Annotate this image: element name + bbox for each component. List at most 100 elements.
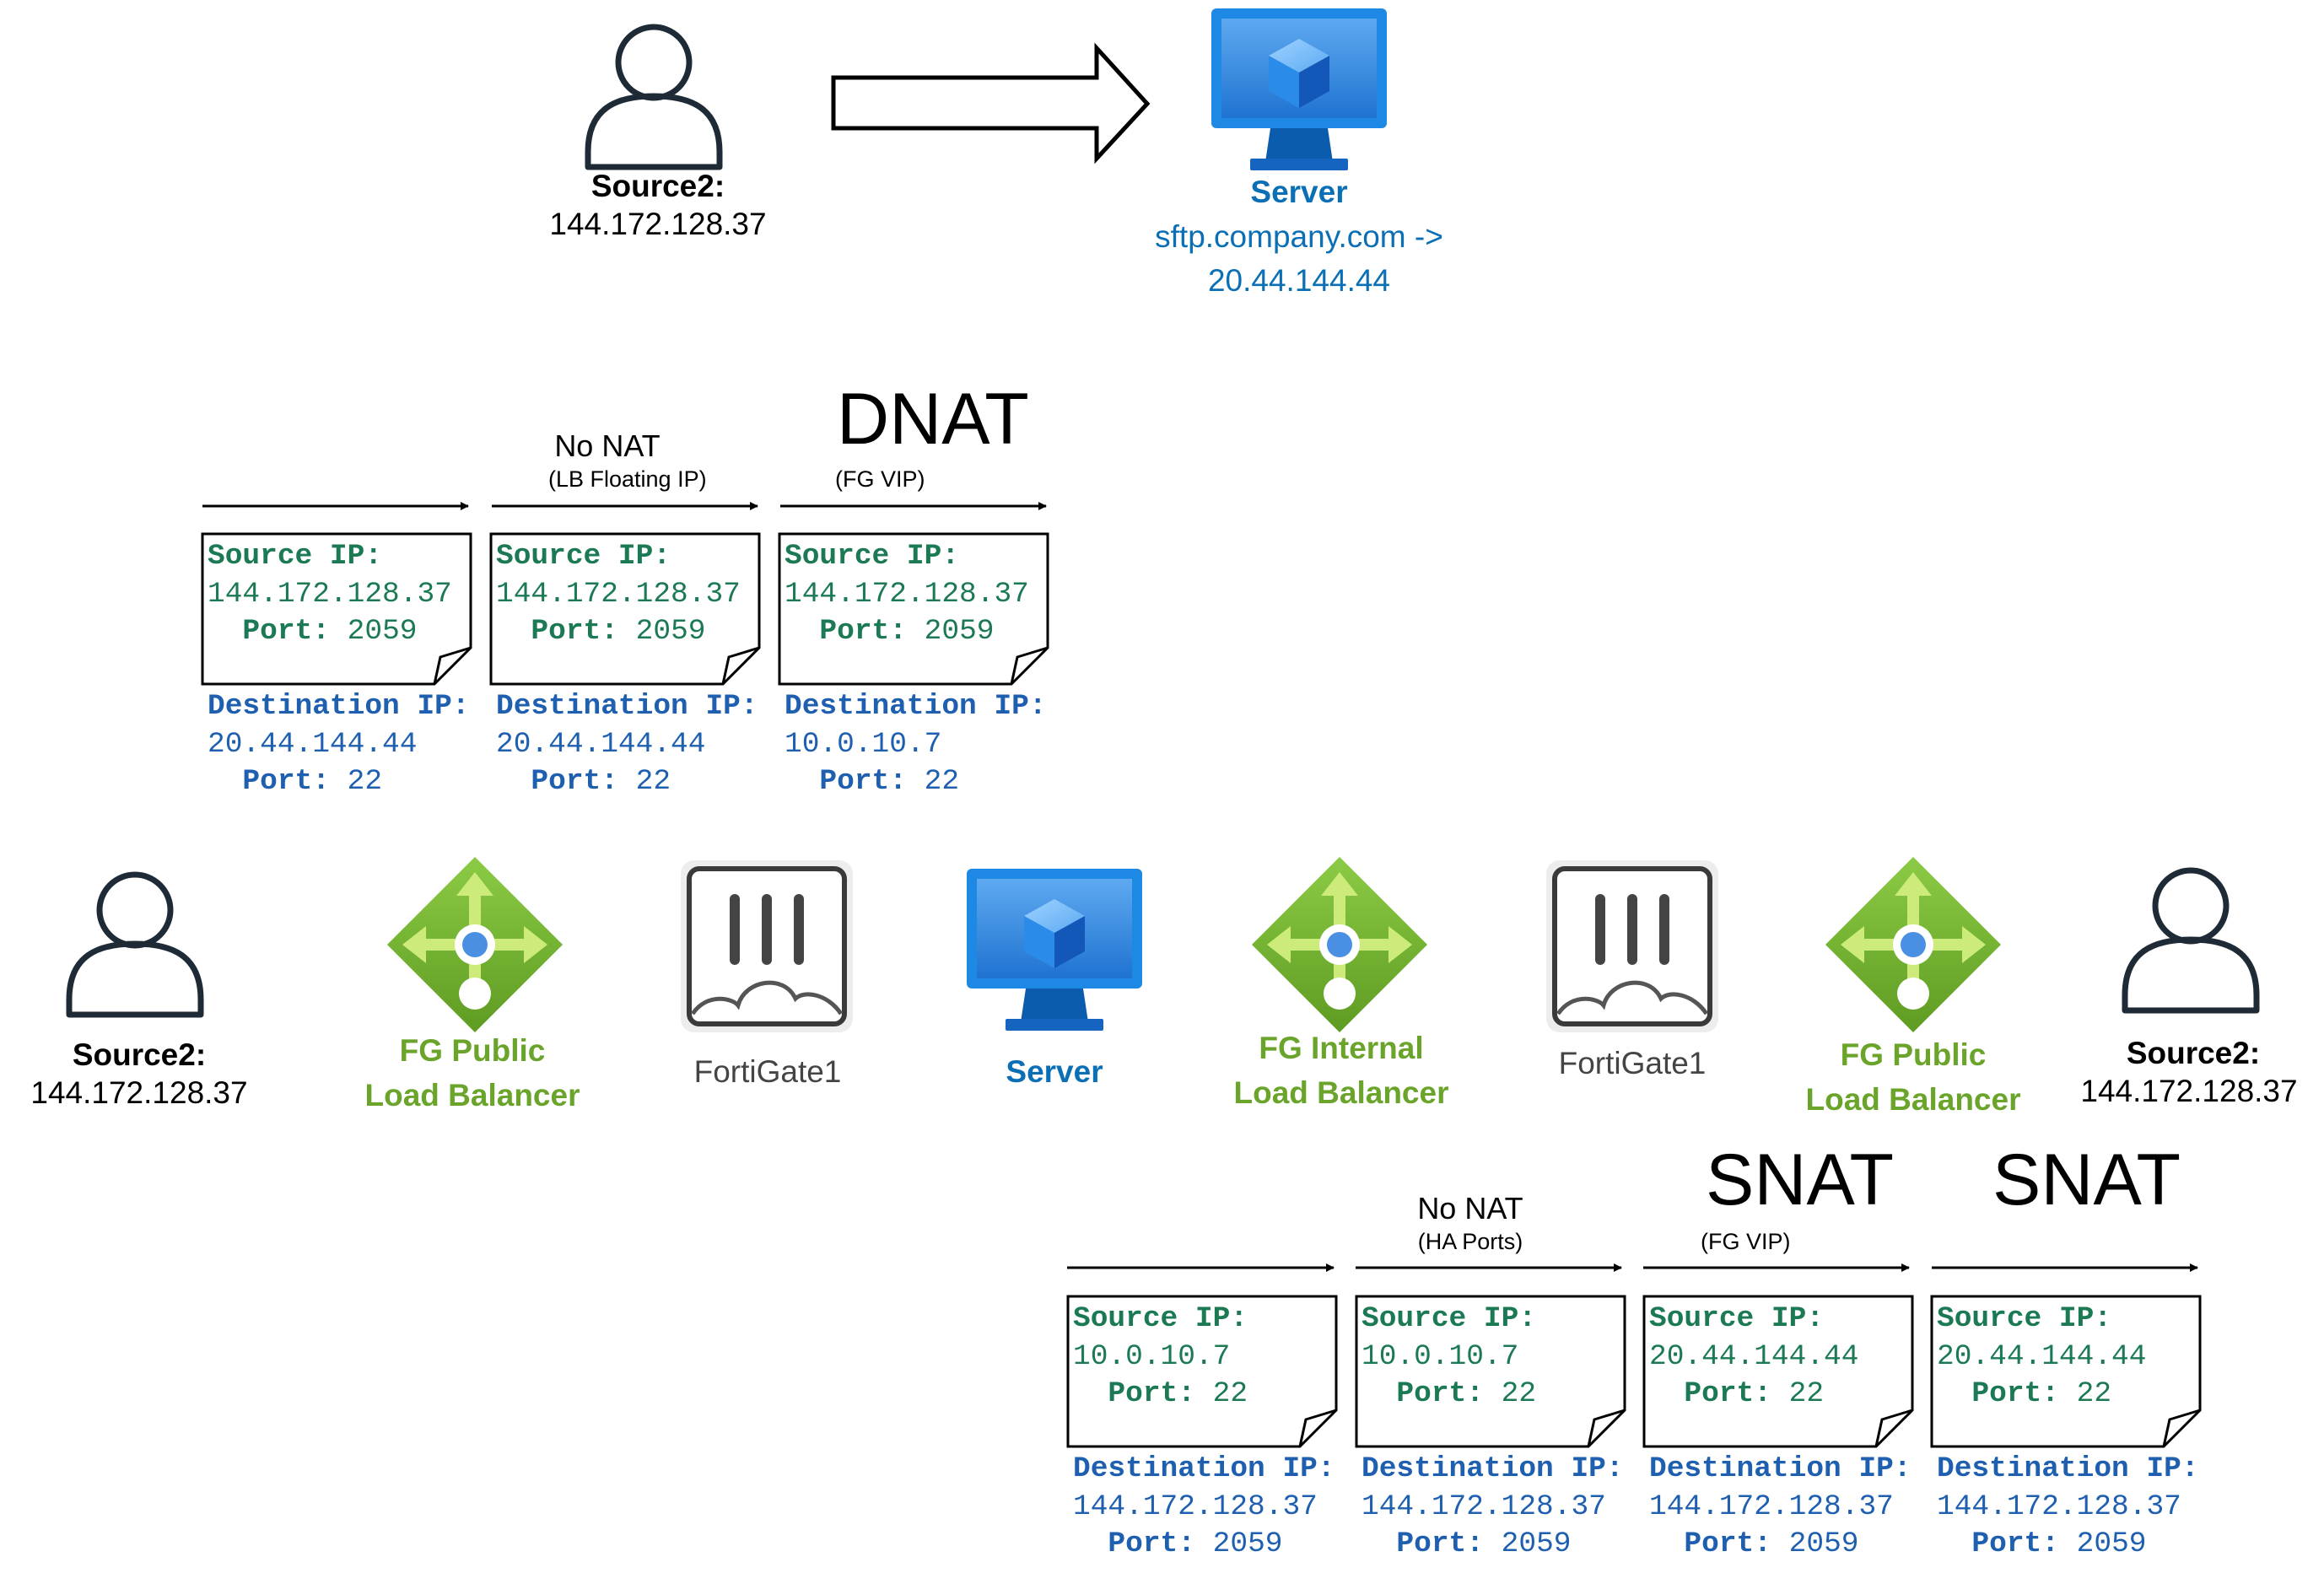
card-source-label: Source IP: [1649, 1302, 1825, 1335]
card-dest-label: Destination IP: [1937, 1452, 2199, 1485]
card-source-label: Source IP: [1937, 1302, 2112, 1335]
card-dest-label: Destination IP: [208, 690, 470, 723]
card-dest-ip: 144.172.128.37 [1649, 1490, 1894, 1523]
top-server-ip: 20.44.144.44 [1207, 263, 1391, 298]
card-source-port-label: Port: [531, 615, 618, 648]
card-source-port: 22 [2076, 1377, 2112, 1410]
card-source-port-label: Port: [819, 615, 907, 648]
card-dest-label: Destination IP: [1649, 1452, 1912, 1485]
left-public-lb-label-line1: FG Public [399, 1033, 546, 1068]
right-source-ip: 144.172.128.37 [2080, 1074, 2298, 1108]
right-public-lb-label-line1: FG Public [1840, 1037, 1987, 1072]
internal-lb-label-line2: Load Balancer [1233, 1075, 1449, 1110]
card-source-port: 2059 [347, 615, 418, 648]
card-source-ip: 10.0.10.7 [1073, 1339, 1231, 1373]
card-dest-ip: 144.172.128.37 [1362, 1490, 1606, 1523]
top-source-label: Source2: [590, 169, 725, 203]
inbound-card-2: Source IP: 144.172.128.37 Port: 2059 Des… [496, 538, 758, 801]
card-source-ip: 144.172.128.37 [208, 577, 452, 611]
mid-server-monitor-icon [967, 869, 1142, 1031]
card-source-port-label: Port: [1684, 1377, 1771, 1410]
outbound-step-3-title: SNAT [1706, 1139, 1894, 1220]
outbound-step-3-subtitle: (FG VIP) [1701, 1229, 1791, 1254]
internal-lb-label-line1: FG Internal [1259, 1031, 1424, 1065]
card-source-port: 2059 [924, 615, 995, 648]
top-server-monitor-icon [1211, 8, 1387, 170]
inbound-step-3-title: DNAT [837, 379, 1029, 460]
outbound-step-2-title: No NAT [1417, 1191, 1523, 1226]
left-public-lb-label-line2: Load Balancer [364, 1078, 580, 1112]
right-public-lb-label-line2: Load Balancer [1805, 1082, 2021, 1117]
inbound-step-3-subtitle: (FG VIP) [835, 466, 925, 492]
left-public-load-balancer-icon [387, 857, 563, 1032]
card-dest-port-label: Port: [819, 765, 907, 798]
right-source-person-icon [2125, 870, 2257, 1010]
card-dest-port-label: Port: [242, 765, 330, 798]
card-dest-port-label: Port: [531, 765, 618, 798]
card-dest-port: 2059 [2076, 1527, 2147, 1560]
left-source-ip: 144.172.128.37 [30, 1075, 248, 1110]
internal-load-balancer-icon [1252, 857, 1427, 1032]
right-fortigate-icon [1546, 860, 1718, 1032]
card-dest-label: Destination IP: [1362, 1452, 1624, 1485]
card-dest-ip: 10.0.10.7 [785, 727, 942, 761]
top-server-label: Server [1250, 175, 1348, 209]
outbound-card-4: Source IP: 20.44.144.44 Port: 22 Destina… [1937, 1301, 2199, 1564]
card-dest-label: Destination IP: [1073, 1452, 1335, 1485]
inbound-card-3: Source IP: 144.172.128.37 Port: 2059 Des… [785, 538, 1047, 801]
card-dest-ip: 144.172.128.37 [1937, 1490, 2181, 1523]
card-source-label: Source IP: [496, 540, 671, 573]
right-source-label: Source2: [2126, 1036, 2261, 1070]
card-source-port-label: Port: [1108, 1377, 1195, 1410]
card-source-ip: 10.0.10.7 [1362, 1339, 1519, 1373]
card-dest-port: 2059 [1212, 1527, 1283, 1560]
card-dest-port-label: Port: [1396, 1527, 1484, 1560]
outbound-step-4-title: SNAT [1992, 1139, 2181, 1220]
top-source-person-icon [588, 27, 720, 167]
left-source-person-icon [69, 875, 201, 1015]
card-source-port: 22 [1212, 1377, 1248, 1410]
outbound-card-1: Source IP: 10.0.10.7 Port: 22 Destinatio… [1073, 1301, 1335, 1564]
outbound-card-2: Source IP: 10.0.10.7 Port: 22 Destinatio… [1362, 1301, 1624, 1564]
card-dest-label: Destination IP: [785, 690, 1047, 723]
card-dest-port-label: Port: [1684, 1527, 1771, 1560]
card-source-label: Source IP: [208, 540, 383, 573]
card-source-ip: 20.44.144.44 [1937, 1339, 2147, 1373]
card-source-label: Source IP: [1362, 1302, 1537, 1335]
card-dest-port: 22 [635, 765, 671, 798]
card-dest-port: 22 [347, 765, 383, 798]
left-fortigate-icon [681, 860, 853, 1032]
large-outline-arrow-right-icon [831, 42, 1151, 164]
card-source-ip: 144.172.128.37 [496, 577, 741, 611]
card-source-ip: 20.44.144.44 [1649, 1339, 1859, 1373]
outbound-step-2-subtitle: (HA Ports) [1417, 1229, 1523, 1254]
card-dest-label: Destination IP: [496, 690, 758, 723]
card-source-port: 22 [1501, 1377, 1537, 1410]
inbound-step-2-title: No NAT [554, 428, 661, 463]
card-source-ip: 144.172.128.37 [785, 577, 1029, 611]
card-dest-port: 2059 [1788, 1527, 1859, 1560]
card-source-label: Source IP: [785, 540, 960, 573]
card-dest-port-label: Port: [1971, 1527, 2059, 1560]
card-source-port: 2059 [635, 615, 706, 648]
mid-server-label: Server [1006, 1054, 1103, 1089]
card-dest-port: 2059 [1501, 1527, 1572, 1560]
left-source-label: Source2: [72, 1037, 207, 1072]
inbound-card-1: Source IP: 144.172.128.37 Port: 2059 Des… [208, 538, 470, 801]
card-source-port: 22 [1788, 1377, 1825, 1410]
card-dest-ip: 144.172.128.37 [1073, 1490, 1318, 1523]
card-source-label: Source IP: [1073, 1302, 1248, 1335]
card-dest-ip: 20.44.144.44 [208, 727, 418, 761]
card-source-port-label: Port: [1971, 1377, 2059, 1410]
card-dest-port: 22 [924, 765, 960, 798]
right-fortigate-label: FortiGate1 [1558, 1046, 1707, 1080]
outbound-card-3: Source IP: 20.44.144.44 Port: 22 Destina… [1649, 1301, 1912, 1564]
card-source-port-label: Port: [242, 615, 330, 648]
top-source-ip: 144.172.128.37 [549, 207, 767, 241]
inbound-step-2-subtitle: (LB Floating IP) [548, 466, 707, 492]
right-public-load-balancer-icon [1825, 857, 2001, 1032]
top-server-domain: sftp.company.com -> [1155, 219, 1443, 254]
card-source-port-label: Port: [1396, 1377, 1484, 1410]
card-dest-ip: 20.44.144.44 [496, 727, 706, 761]
